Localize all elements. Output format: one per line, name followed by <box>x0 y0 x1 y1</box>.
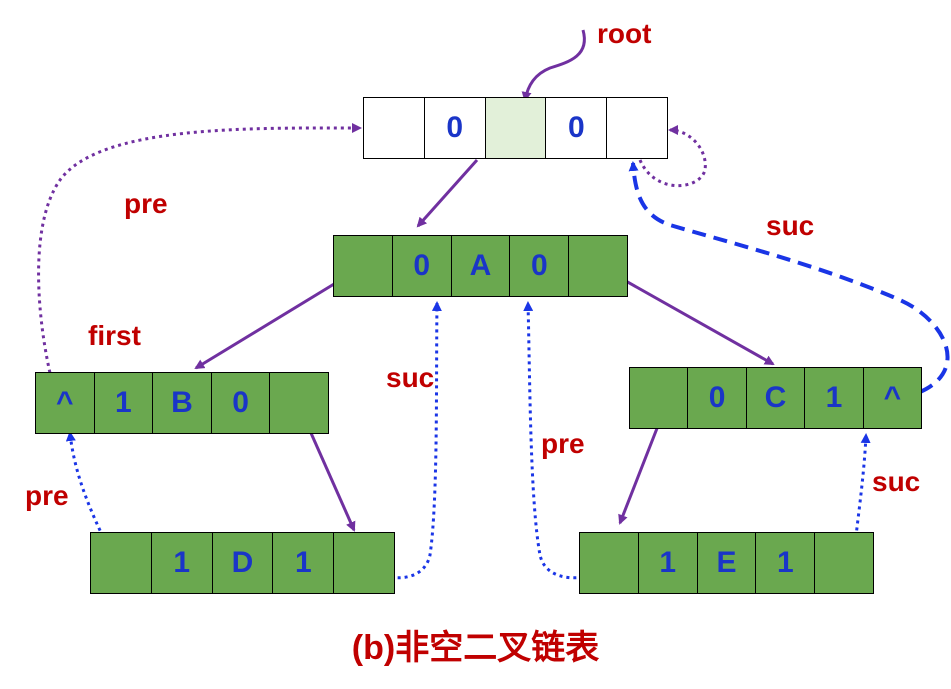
node-A: 0 A 0 <box>333 235 628 297</box>
root-pointer-arrow <box>521 29 586 102</box>
head-self-thread <box>638 125 707 188</box>
node-cell: 1 <box>804 368 863 428</box>
node-cell <box>269 373 328 433</box>
node-cell: 1 <box>637 533 697 593</box>
suc-thread-C-to-head <box>628 161 950 394</box>
node-cell <box>568 236 627 296</box>
head-cell <box>606 98 667 158</box>
pre-label-top: pre <box>124 188 168 219</box>
suc-label-mid: suc <box>386 362 435 393</box>
head-cell <box>484 98 546 158</box>
node-cell: 0 <box>509 236 569 296</box>
node-cell: 1 <box>755 533 815 593</box>
node-C: 0 C 1 ^ <box>629 367 922 429</box>
suc-label-lower-right: suc <box>872 466 921 497</box>
node-cell: 0 <box>687 368 746 428</box>
node-cell: 1 <box>150 533 212 593</box>
diagram-caption: (b)非空二叉链表 <box>351 629 600 667</box>
head-node: 0 0 <box>363 97 668 159</box>
link-A-to-C <box>600 265 775 366</box>
node-cell: B <box>152 373 211 433</box>
pre-label-mid: pre <box>541 428 585 459</box>
node-cell <box>580 533 638 593</box>
node-cell: 0 <box>391 236 451 296</box>
node-cell: E <box>696 533 756 593</box>
link-head-to-A <box>416 159 479 228</box>
node-E: 1 E 1 <box>579 532 874 594</box>
node-cell: 1 <box>272 533 334 593</box>
node-cell: A <box>450 236 510 296</box>
suc-thread-D-to-A <box>376 301 442 580</box>
node-cell <box>91 533 151 593</box>
node-D: 1 D 1 <box>90 532 395 594</box>
pre-thread-B-to-head <box>37 122 362 394</box>
head-cell: 0 <box>423 98 485 158</box>
node-cell: ^ <box>36 373 94 433</box>
node-cell: D <box>211 533 273 593</box>
node-cell <box>814 533 873 593</box>
root-label: root <box>597 18 652 49</box>
first-label: first <box>88 320 141 351</box>
head-cell <box>364 98 424 158</box>
node-cell: C <box>745 368 805 428</box>
node-cell <box>333 533 394 593</box>
pre-label-left: pre <box>25 480 69 511</box>
suc-label-right: suc <box>766 210 815 241</box>
node-cell <box>334 236 392 296</box>
link-C-to-E <box>618 412 665 525</box>
node-cell: 1 <box>93 373 153 433</box>
node-cell: ^ <box>862 368 922 428</box>
pre-thread-E-to-A <box>523 301 598 580</box>
node-cell: 0 <box>210 373 270 433</box>
node-B: ^ 1 B 0 <box>35 372 329 434</box>
node-cell <box>630 368 688 428</box>
head-cell: 0 <box>545 98 607 158</box>
